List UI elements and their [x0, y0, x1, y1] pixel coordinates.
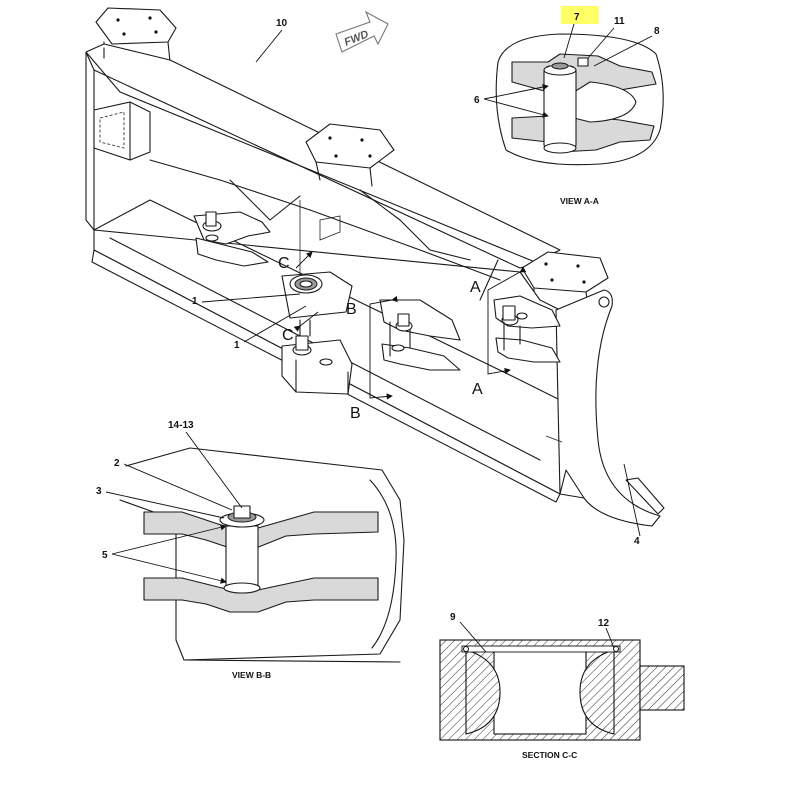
top-mount-plate-left — [95, 7, 177, 45]
view-bb-label: VIEW B-B — [232, 670, 271, 680]
main-blade-assembly: A A B B C C — [85, 7, 665, 527]
callout-12: 12 — [598, 618, 610, 629]
callout-14-13: 14-13 — [168, 420, 194, 431]
section-line-b: B B — [346, 295, 398, 422]
callout-7-highlight — [561, 6, 599, 24]
left-lift-bracket — [193, 211, 271, 267]
callout-7: 7 — [574, 12, 580, 23]
callout-3: 3 — [96, 486, 102, 497]
top-mount-plate-center — [305, 123, 395, 169]
end-bit — [625, 477, 665, 515]
section-cc-label: SECTION C-C — [522, 750, 577, 760]
section-marker-c-bottom: C — [282, 327, 294, 344]
section-line-a: A A — [470, 266, 527, 398]
forward-arrow-icon: FWD — [335, 10, 389, 53]
section-marker-a-top: A — [470, 279, 481, 296]
middle-lift-bracket — [379, 299, 461, 371]
callout-1-upper: 1 — [192, 296, 198, 307]
section-marker-c-top: C — [278, 255, 290, 272]
side-box — [93, 101, 151, 161]
callout-5: 5 — [102, 550, 108, 561]
callout-8: 8 — [654, 26, 660, 37]
callout-11: 11 — [614, 16, 625, 27]
callout-2: 2 — [114, 458, 120, 469]
section-marker-b-bottom: B — [350, 405, 361, 422]
callout-10: 10 — [276, 18, 288, 29]
callout-4: 4 — [634, 536, 640, 547]
center-pivot — [281, 271, 353, 395]
view-aa: VIEW A-A — [495, 33, 664, 206]
callout-6: 6 — [474, 95, 480, 106]
section-marker-a-bottom: A — [472, 381, 483, 398]
section-marker-b-top: B — [346, 301, 357, 318]
callout-1-lower: 1 — [234, 340, 240, 351]
callouts: 10 7 11 8 6 1 1 14-13 2 3 5 4 9 12 — [96, 6, 660, 653]
view-bb: VIEW B-B — [119, 447, 405, 680]
blade-end-plate — [555, 289, 661, 527]
section-line-c: C C — [278, 251, 319, 344]
view-aa-label: VIEW A-A — [560, 196, 599, 206]
beam-front-face — [85, 51, 95, 231]
callout-9: 9 — [450, 612, 456, 623]
section-cc: SECTION C-C — [439, 639, 685, 760]
